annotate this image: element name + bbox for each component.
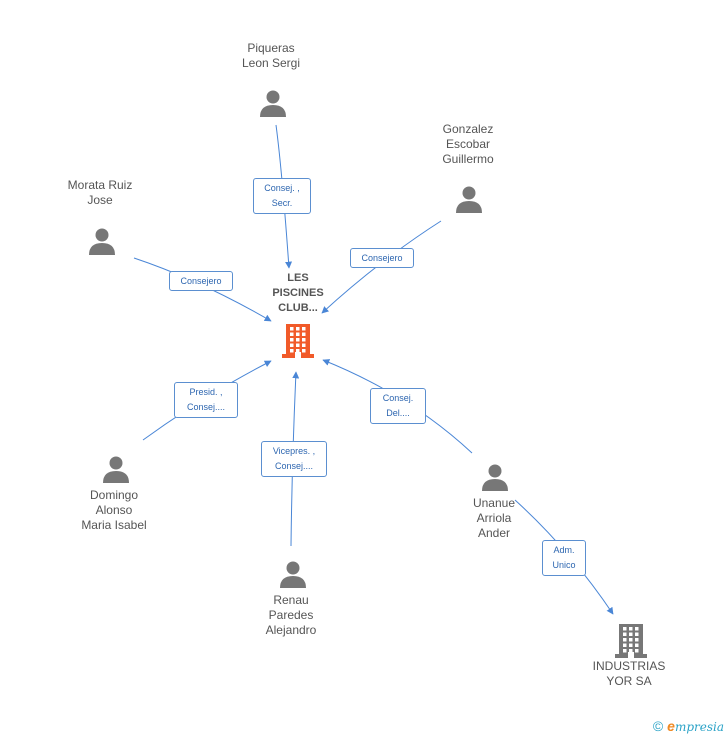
center-company-building-icon[interactable] xyxy=(282,322,314,358)
person-icon-piqueras[interactable] xyxy=(258,88,288,118)
person-label-unanue[interactable]: Unanue Arriola Ander xyxy=(472,496,516,540)
person-label-gonzalez[interactable]: Gonzalez Escobar Guillermo xyxy=(442,121,494,166)
edge-label-renau[interactable]: Vicepres. , Consej.... xyxy=(261,441,327,477)
company-building-icon-industrias[interactable] xyxy=(615,622,647,658)
person-icon-morata[interactable] xyxy=(87,226,117,256)
edge-label-unanue[interactable]: Consej. Del.... xyxy=(370,388,426,424)
person-label-morata[interactable]: Morata Ruiz Jose xyxy=(67,178,133,207)
person-icon-unanue[interactable] xyxy=(480,462,510,492)
edge-label-gonzalez[interactable]: Consejero xyxy=(350,248,414,268)
copyright-symbol: © xyxy=(652,718,664,734)
edge-label-unanue[interactable]: Adm. Unico xyxy=(542,540,586,576)
person-icon-renau[interactable] xyxy=(278,559,308,589)
brand-e: e xyxy=(667,718,675,734)
edge-label-morata[interactable]: Consejero xyxy=(169,271,233,291)
brand-name: mpresia xyxy=(674,720,724,734)
person-icon-gonzalez[interactable] xyxy=(454,184,484,214)
edge-label-domingo[interactable]: Presid. , Consej.... xyxy=(174,382,238,418)
person-label-renau[interactable]: Renau Paredes Alejandro xyxy=(265,593,317,637)
person-icon-domingo[interactable] xyxy=(101,454,131,484)
person-label-piqueras[interactable]: Piqueras Leon Sergi xyxy=(241,41,301,70)
edge-label-piqueras[interactable]: Consej. , Secr. xyxy=(253,178,311,214)
center-company-label[interactable]: LES PISCINES CLUB... xyxy=(272,272,324,314)
company-label-industrias[interactable]: INDUSTRIAS YOR SA xyxy=(592,659,666,688)
person-label-domingo[interactable]: Domingo Alonso Maria Isabel xyxy=(81,488,147,532)
footer-brand: ©empresia xyxy=(653,718,724,734)
